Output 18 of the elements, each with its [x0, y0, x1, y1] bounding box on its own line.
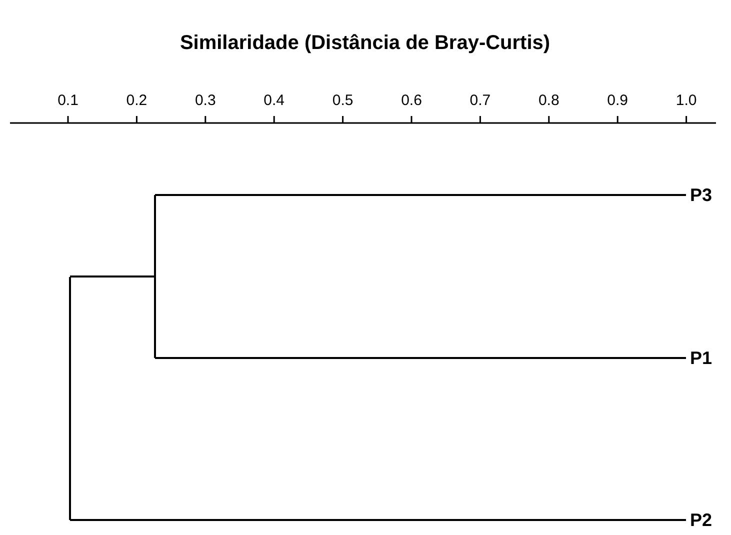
dendrogram-branch	[69, 519, 686, 521]
tick-label: 0.4	[264, 92, 285, 109]
tick-label: 1.0	[676, 92, 697, 109]
chart-title: Similaridade (Distância de Bray-Curtis)	[180, 32, 550, 55]
leaf-label: P2	[690, 509, 712, 531]
leaf-label: P1	[690, 347, 712, 369]
leaf-label: P3	[690, 184, 712, 206]
tick-label: 0.2	[126, 92, 148, 109]
tick-label: 0.7	[470, 92, 491, 109]
tick-label: 0.5	[332, 92, 354, 109]
dendrogram-branch	[154, 194, 686, 196]
tick-label: 0.8	[538, 92, 560, 109]
tick-label: 0.3	[194, 92, 216, 109]
dendrogram-branch	[154, 357, 686, 359]
tick-label: 0.1	[58, 92, 78, 109]
dendrogram-branch	[69, 276, 155, 278]
tick-label: 0.9	[607, 92, 628, 109]
tick-label: 0.6	[401, 92, 422, 109]
